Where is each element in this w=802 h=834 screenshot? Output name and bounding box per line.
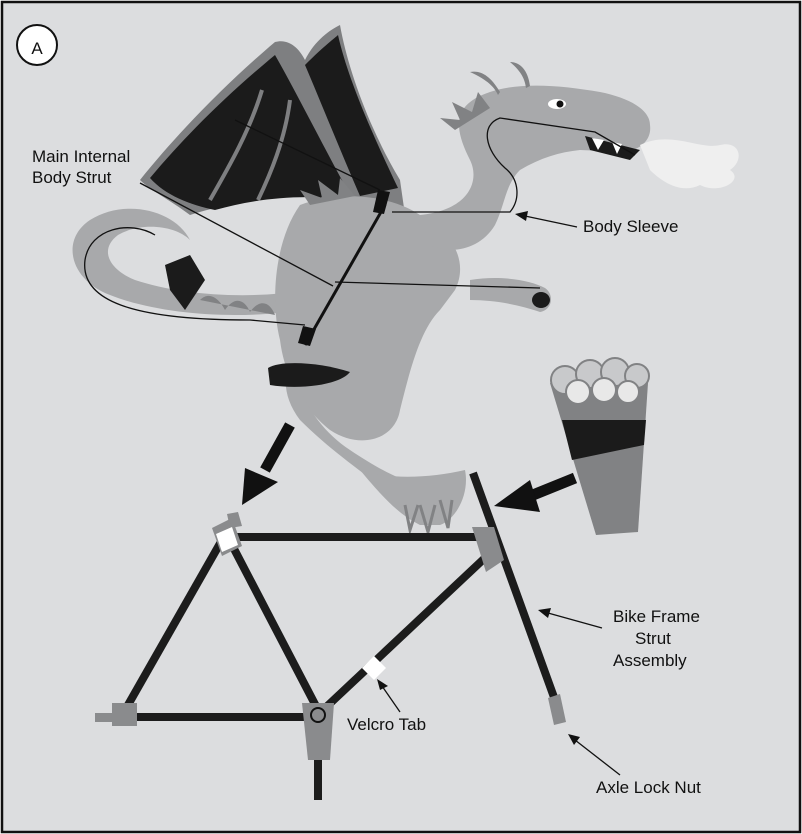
label-bike-frame-line3: Assembly — [613, 651, 687, 670]
label-axle-nut-text: Axle Lock Nut — [596, 778, 701, 797]
label-bike-frame-line1: Bike Frame — [613, 607, 700, 626]
label-bike-frame-line2: Strut — [635, 629, 671, 648]
connector — [112, 703, 137, 726]
label-velcro-tab-text: Velcro Tab — [347, 715, 426, 734]
panel-letter: A — [31, 39, 43, 58]
panel-badge: A — [17, 25, 57, 65]
label-main-strut-line1: Main Internal — [32, 147, 130, 166]
label-main-strut-line2: Body Strut — [32, 168, 112, 187]
label-body-sleeve-text: Body Sleeve — [583, 217, 678, 236]
